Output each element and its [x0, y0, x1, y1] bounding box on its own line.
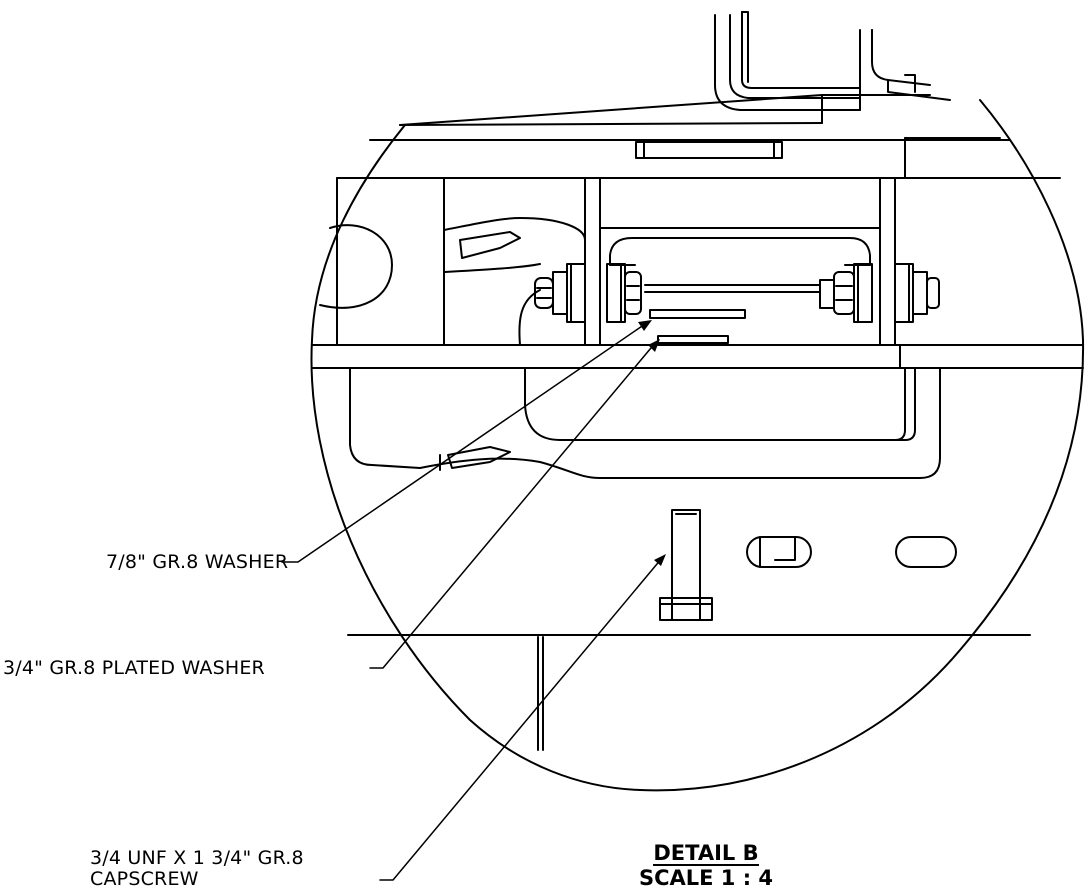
left-nut-stack [534, 263, 642, 323]
upper-plate [336, 94, 1061, 179]
slots [746, 536, 957, 568]
callout-washer-34: 3/4" GR.8 PLATED WASHER [3, 657, 265, 679]
detail-title: DETAIL B [653, 841, 759, 866]
callout-capscrew-line2: CAPSCREW [90, 868, 199, 890]
cap-plate [635, 141, 783, 159]
left-rail [336, 177, 445, 346]
lower-housing [349, 367, 941, 479]
detail-title-block: DETAIL B SCALE 1 : 4 [621, 841, 791, 890]
base-plate [347, 634, 1031, 751]
callout-capscrew: 3/4 UNF X 1 3/4" GR.8 CAPSCREW [90, 848, 304, 890]
callout-capscrew-line1: 3/4 UNF X 1 3/4" GR.8 [90, 847, 304, 869]
u-bracket [584, 177, 896, 346]
lower-plate [311, 344, 1084, 369]
capscrew [659, 509, 713, 621]
leader-lines [281, 321, 663, 881]
left-cam-upper [443, 217, 586, 346]
right-nut-stack [819, 263, 940, 323]
detail-boundary-arc [310, 99, 1085, 792]
left-round-boss [319, 224, 393, 309]
leader-arrowheads [638, 320, 666, 566]
callout-washer-78: 7/8" GR.8 WASHER [106, 551, 289, 573]
tie-rod [644, 284, 821, 293]
detail-scale: SCALE 1 : 4 [638, 866, 774, 890]
washers [649, 309, 746, 344]
